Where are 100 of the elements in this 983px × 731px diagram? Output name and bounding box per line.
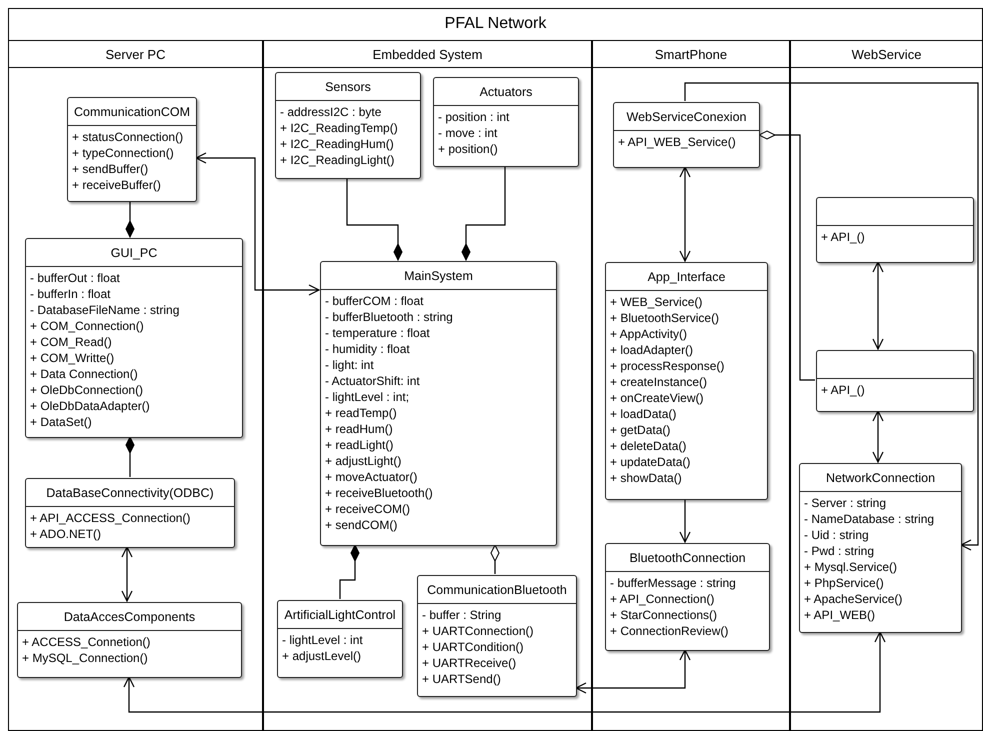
- class-member: + WEB_Service(): [610, 294, 704, 310]
- class-member: + loadAdapter(): [610, 342, 694, 358]
- arrow: [684, 82, 979, 551]
- arrow: [575, 649, 691, 694]
- swimlane: [592, 40, 790, 731]
- class-member: - bufferBluetooth : string: [325, 309, 454, 325]
- class-member: + StarConnections(): [610, 607, 718, 623]
- class-name: DataAccesComponents: [64, 610, 196, 624]
- class-member: - ActuatorShift: int: [325, 373, 421, 389]
- class-member: - bufferCOM : float: [325, 293, 424, 309]
- class-member: + processResponse(): [610, 358, 726, 374]
- class-member: + AppActivity(): [610, 326, 688, 342]
- class-box: [816, 197, 974, 263]
- class-member: + typeConnection(): [72, 145, 175, 161]
- class-member: + position(): [438, 141, 499, 157]
- aggregation-connector: [126, 201, 134, 238]
- swimlane: [263, 40, 592, 731]
- class-box: [67, 97, 197, 202]
- aggregation-connector: [346, 178, 402, 260]
- diagram-title: PFAL Network: [444, 15, 546, 33]
- class-box: [25, 238, 243, 438]
- class-member: + sendBuffer(): [72, 161, 150, 177]
- class-name: MainSystem: [404, 268, 473, 282]
- class-member: + Data Connection(): [30, 366, 139, 382]
- class-member: + deleteData(): [610, 438, 688, 454]
- class-box: [613, 102, 760, 168]
- class-member: + adjustLevel(): [282, 648, 362, 664]
- class-member: - lightLevel : int: [282, 632, 364, 648]
- class-name: CommunicationBluetooth: [427, 582, 567, 596]
- class-box: [816, 350, 974, 412]
- arrow: [121, 546, 133, 602]
- class-member: + getData(): [610, 422, 672, 438]
- class-member: + PhpService(): [804, 575, 885, 591]
- class-member: + receiveBluetooth(): [325, 485, 434, 501]
- lane-heading: WebService: [852, 46, 922, 62]
- class-member: - move : int: [438, 125, 498, 141]
- class-member: - addressI2C : byte: [280, 104, 382, 120]
- class-member: - lightLevel : int;: [325, 389, 410, 405]
- class-member: + moveActuator(): [325, 469, 418, 485]
- class-box: [275, 72, 421, 179]
- class-member: + loadData(): [610, 406, 678, 422]
- class-member: + UARTReceive(): [422, 655, 518, 671]
- aggregation-connector: [339, 544, 360, 599]
- class-box: [320, 261, 557, 546]
- class-name: WebServiceConexion: [626, 110, 746, 124]
- class-box: [25, 478, 235, 548]
- class-member: + Mysql.Service(): [804, 559, 898, 575]
- arrow: [195, 152, 320, 296]
- aggregation-connector: [462, 166, 506, 260]
- class-box: [799, 463, 962, 633]
- class-member: + sendCOM(): [325, 517, 398, 533]
- class-name: ArtificialLightControl: [284, 608, 396, 622]
- class-member: + receiveCOM(): [325, 501, 412, 517]
- class-name: GUI_PC: [110, 246, 158, 260]
- class-member: + readLight(): [325, 437, 394, 453]
- class-box: [277, 600, 403, 678]
- class-member: + showData(): [610, 470, 683, 486]
- class-member: + ACCESS_Connetion(): [22, 634, 152, 650]
- class-member: + API_Connection(): [610, 591, 716, 607]
- class-box: [17, 602, 242, 678]
- class-member: + BluetoothService(): [610, 310, 720, 326]
- lane-heading: Embedded System: [372, 46, 482, 62]
- class-member: - position : int: [438, 109, 510, 125]
- class-member: + API_ACCESS_Connection(): [30, 510, 192, 526]
- class-name: App_Interface: [648, 270, 726, 284]
- class-member: + API_WEB_Service(): [618, 134, 737, 150]
- aggregation-connector: [490, 544, 500, 574]
- class-member: - Server : string: [804, 495, 888, 511]
- class-member: - bufferMessage : string: [610, 575, 737, 591]
- class-member: + API_(): [821, 229, 866, 245]
- class-member: + adjustLight(): [325, 453, 402, 469]
- class-box: [417, 575, 577, 697]
- class-member: + COM_Connection(): [30, 318, 145, 334]
- class-member: + OleDbConnection(): [30, 382, 144, 398]
- class-member: + updateData(): [610, 454, 692, 470]
- class-name: NetworkConnection: [826, 470, 936, 484]
- swimlane: [8, 40, 263, 731]
- arrow: [679, 166, 691, 262]
- arrow: [872, 261, 884, 350]
- class-member: - temperature : float: [325, 325, 431, 341]
- class-member: - humidity : float: [325, 341, 411, 357]
- class-member: + DataSet(): [30, 414, 93, 430]
- class-name: Actuators: [480, 84, 532, 98]
- class-member: + I2C_ReadingTemp(): [280, 120, 399, 136]
- class-member: + UARTCondition(): [422, 639, 524, 655]
- class-member: - NameDatabase : string: [804, 511, 936, 527]
- class-member: + receiveBuffer(): [72, 177, 162, 193]
- class-box: [605, 262, 768, 500]
- class-name: Sensors: [325, 80, 371, 94]
- aggregation-connector: [126, 436, 134, 477]
- class-member: + MySQL_Connection(): [22, 650, 149, 666]
- class-member: - Uid : string: [804, 527, 870, 543]
- class-member: - bufferOut : float: [30, 270, 121, 286]
- class-member: + ConnectionReview(): [610, 623, 730, 639]
- class-box: [605, 543, 770, 651]
- class-name: DataBaseConnectivity(ODBC): [46, 486, 214, 500]
- class-name: BluetoothConnection: [629, 550, 746, 564]
- class-member: + API_WEB(): [804, 607, 876, 623]
- swimlane: [790, 40, 983, 731]
- class-member: + OleDbDataAdapter(): [30, 398, 151, 414]
